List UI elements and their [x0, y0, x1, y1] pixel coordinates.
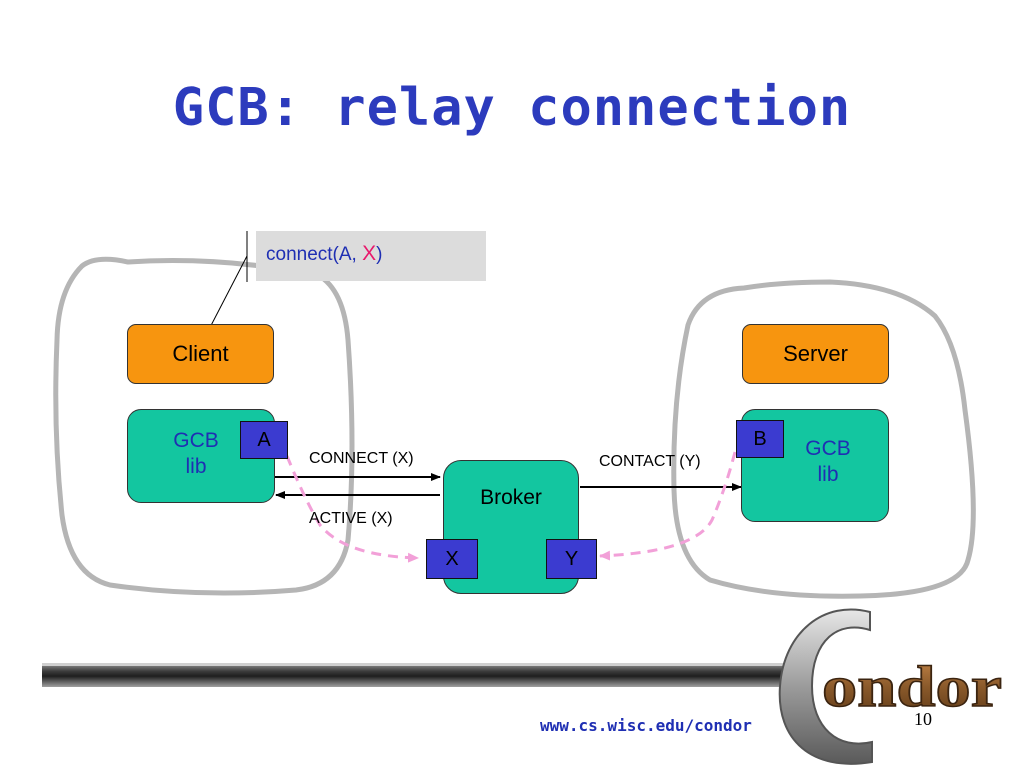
slide-title: GCB: relay connection — [172, 78, 852, 138]
callout-text: connect(A, X) — [266, 242, 382, 266]
broker-port-x: X — [426, 539, 478, 579]
footer-url: www.cs.wisc.edu/condor — [540, 716, 752, 735]
client-label: Client — [172, 341, 229, 366]
client-lib-line1: GCB — [173, 429, 219, 452]
broker-port-x-label: X — [445, 547, 459, 570]
page-number: 10 — [914, 709, 932, 729]
client-gcb-lib-label: GCB lib — [165, 428, 227, 480]
server-label: Server — [783, 341, 848, 366]
server-lib-line1: GCB — [805, 437, 851, 460]
broker-label: Broker — [480, 486, 542, 509]
callout-prefix: connect(A, — [266, 244, 363, 265]
client-box: Client — [127, 324, 274, 384]
server-gcb-lib-label: GCB lib — [797, 436, 859, 488]
callout-box: connect(A, X) — [256, 231, 486, 281]
callout-highlight: X — [362, 242, 377, 265]
client-lib-line2: lib — [185, 455, 207, 478]
footer-bar — [42, 663, 802, 687]
client-port-label: A — [257, 428, 271, 451]
relay-path-server — [599, 451, 737, 561]
condor-logo-c — [778, 608, 873, 765]
condor-logo: ondor — [778, 608, 1003, 765]
server-port-label: B — [753, 427, 767, 450]
active-label: ACTIVE (X) — [309, 510, 393, 527]
contact-label: CONTACT (Y) — [599, 453, 701, 470]
condor-logo-text: ondor — [822, 654, 1002, 719]
client-domain-outline — [53, 256, 355, 596]
server-box: Server — [742, 324, 889, 384]
callout-suffix: ) — [376, 244, 383, 265]
server-port-b: B — [736, 420, 784, 458]
server-domain-outline — [671, 279, 976, 599]
connect-label: CONNECT (X) — [309, 450, 414, 467]
broker-port-y-label: Y — [564, 547, 579, 570]
server-lib-line2: lib — [817, 463, 839, 486]
relay-path-client — [285, 455, 419, 563]
broker-port-y: Y — [546, 539, 597, 579]
client-port-a: A — [240, 421, 288, 459]
